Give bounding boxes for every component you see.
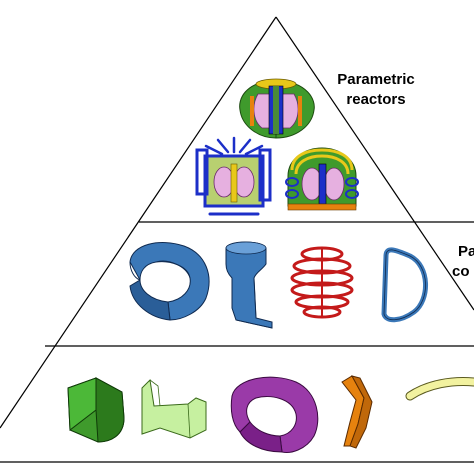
reactor-with-blue-tf-coils-icon (195, 136, 272, 216)
purple-rotated-c-shape-icon (230, 376, 319, 453)
components-label-line1: Pa (458, 243, 474, 260)
tokamak-cutaway-icon (239, 78, 315, 139)
blue-d-shaped-coil-icon (381, 247, 428, 323)
blue-center-column-icon (225, 241, 273, 329)
reactors-label-line2: reactors (346, 91, 405, 108)
blue-torus-section-icon (129, 242, 210, 321)
yellow-curved-rod-icon (405, 377, 474, 401)
light-green-bent-plate-icon (141, 378, 207, 439)
reactor-with-yellow-coils-icon (285, 147, 359, 211)
components-label-line2: co (452, 263, 470, 280)
reactors-label-line1: Parametric (337, 71, 415, 88)
red-helical-coil-icon (290, 246, 354, 319)
green-extruded-block-icon (67, 377, 125, 443)
orange-zigzag-extrusion-icon (341, 375, 373, 449)
pyramid-outline (0, 16, 474, 429)
